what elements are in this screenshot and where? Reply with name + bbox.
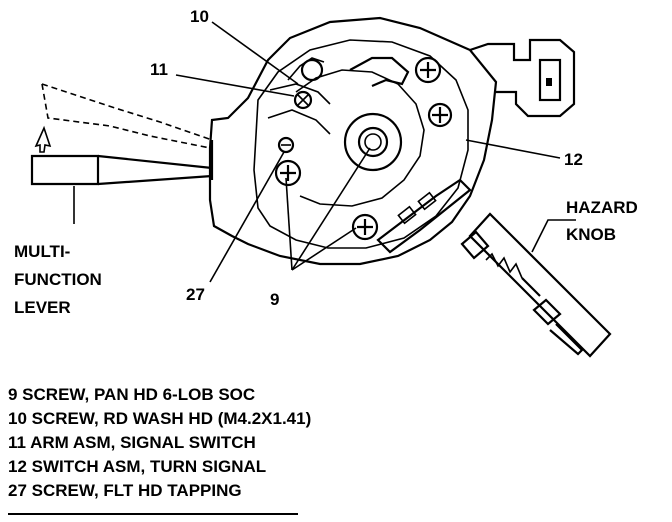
divider-rule bbox=[8, 513, 298, 515]
legend-item: 27 SCREW, FLT HD TAPPING bbox=[8, 481, 242, 500]
screw-icon bbox=[351, 213, 379, 241]
callout-10: 10 bbox=[190, 7, 209, 26]
lever-dashed-position bbox=[41, 83, 213, 149]
leader-line-hazard bbox=[531, 219, 576, 253]
leader-line-11 bbox=[175, 74, 295, 97]
switch-housing bbox=[208, 16, 498, 266]
lever-label-line-2: FUNCTION bbox=[14, 270, 102, 289]
screw-icon bbox=[293, 90, 313, 110]
signal-switch-arm bbox=[267, 56, 410, 135]
lever-label-line-3: LEVER bbox=[14, 298, 71, 317]
callout-11: 11 bbox=[150, 60, 168, 79]
screw-icon bbox=[274, 159, 302, 187]
callout-27: 27 bbox=[186, 285, 205, 304]
screw-icon bbox=[277, 136, 295, 154]
legend-item: 11 ARM ASM, SIGNAL SWITCH bbox=[8, 433, 256, 452]
leader-line-9 bbox=[291, 227, 357, 271]
leader-line-9 bbox=[291, 147, 371, 271]
callout-9: 9 bbox=[270, 290, 279, 309]
legend-item: 12 SWITCH ASM, TURN SIGNAL bbox=[8, 457, 267, 476]
hazard-knob-label-line-1: HAZARD bbox=[566, 198, 638, 217]
lever-label-line-1: MULTI- bbox=[14, 242, 70, 261]
wiring-connector bbox=[469, 38, 576, 118]
parts-legend: 9 SCREW, PAN HD 6-LOB SOC 10 SCREW, RD W… bbox=[8, 383, 311, 503]
screw-icon bbox=[427, 102, 453, 128]
hazard-knob-assembly bbox=[376, 178, 612, 358]
screw-icon bbox=[414, 56, 442, 84]
leader-line-12 bbox=[465, 139, 561, 159]
multi-function-lever bbox=[30, 140, 214, 186]
callout-12: 12 bbox=[564, 150, 583, 169]
hazard-knob-label-line-2: KNOB bbox=[566, 225, 616, 244]
legend-item: 10 SCREW, RD WASH HD (M4.2X1.41) bbox=[8, 409, 312, 428]
legend-item: 9 SCREW, PAN HD 6-LOB SOC bbox=[8, 385, 256, 404]
movement-arrow-icon bbox=[34, 125, 52, 153]
leader-line-9 bbox=[285, 177, 293, 271]
leader-line-27 bbox=[209, 151, 285, 283]
leader-line-10 bbox=[211, 21, 299, 85]
steering-hub bbox=[343, 112, 403, 172]
